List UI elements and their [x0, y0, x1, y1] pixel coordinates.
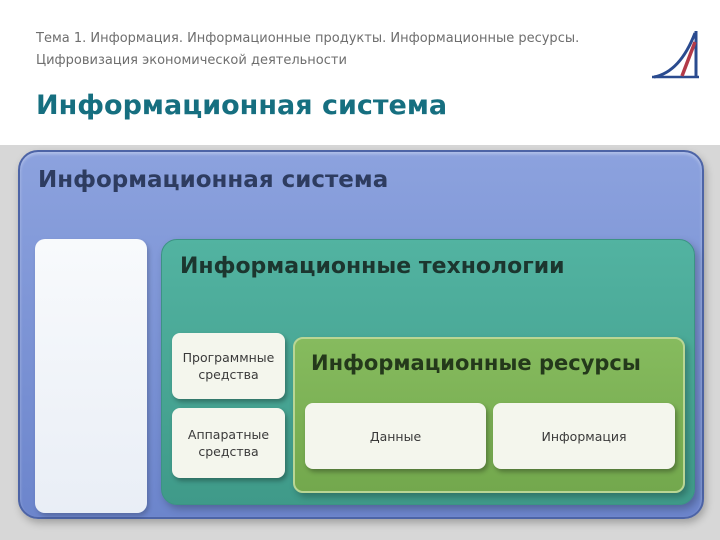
slide-header: Тема 1. Информация. Информационные проду… [36, 28, 616, 72]
information-system-box: Информационная система Информационные те… [18, 150, 704, 519]
data-box: Данные [305, 403, 486, 469]
header-line2: Цифровизация экономической деятельности [36, 53, 347, 68]
information-box: Информация [493, 403, 675, 469]
header-line1: Тема 1. Информация. Информационные проду… [36, 31, 580, 46]
logo-icon [650, 28, 702, 82]
empty-side-panel [35, 239, 147, 513]
information-technologies-label: Информационные технологии [180, 254, 565, 279]
hardware-tools-box: Аппаратные средства [172, 408, 285, 478]
information-technologies-box: Информационные технологии Программные ср… [161, 239, 695, 505]
information-resources-box: Информационные ресурсы Данные Информация [293, 337, 685, 493]
information-resources-label: Информационные ресурсы [311, 351, 641, 375]
page-title: Информационная система [36, 90, 448, 121]
software-tools-box: Программные средства [172, 333, 285, 399]
information-system-label: Информационная система [38, 167, 389, 193]
